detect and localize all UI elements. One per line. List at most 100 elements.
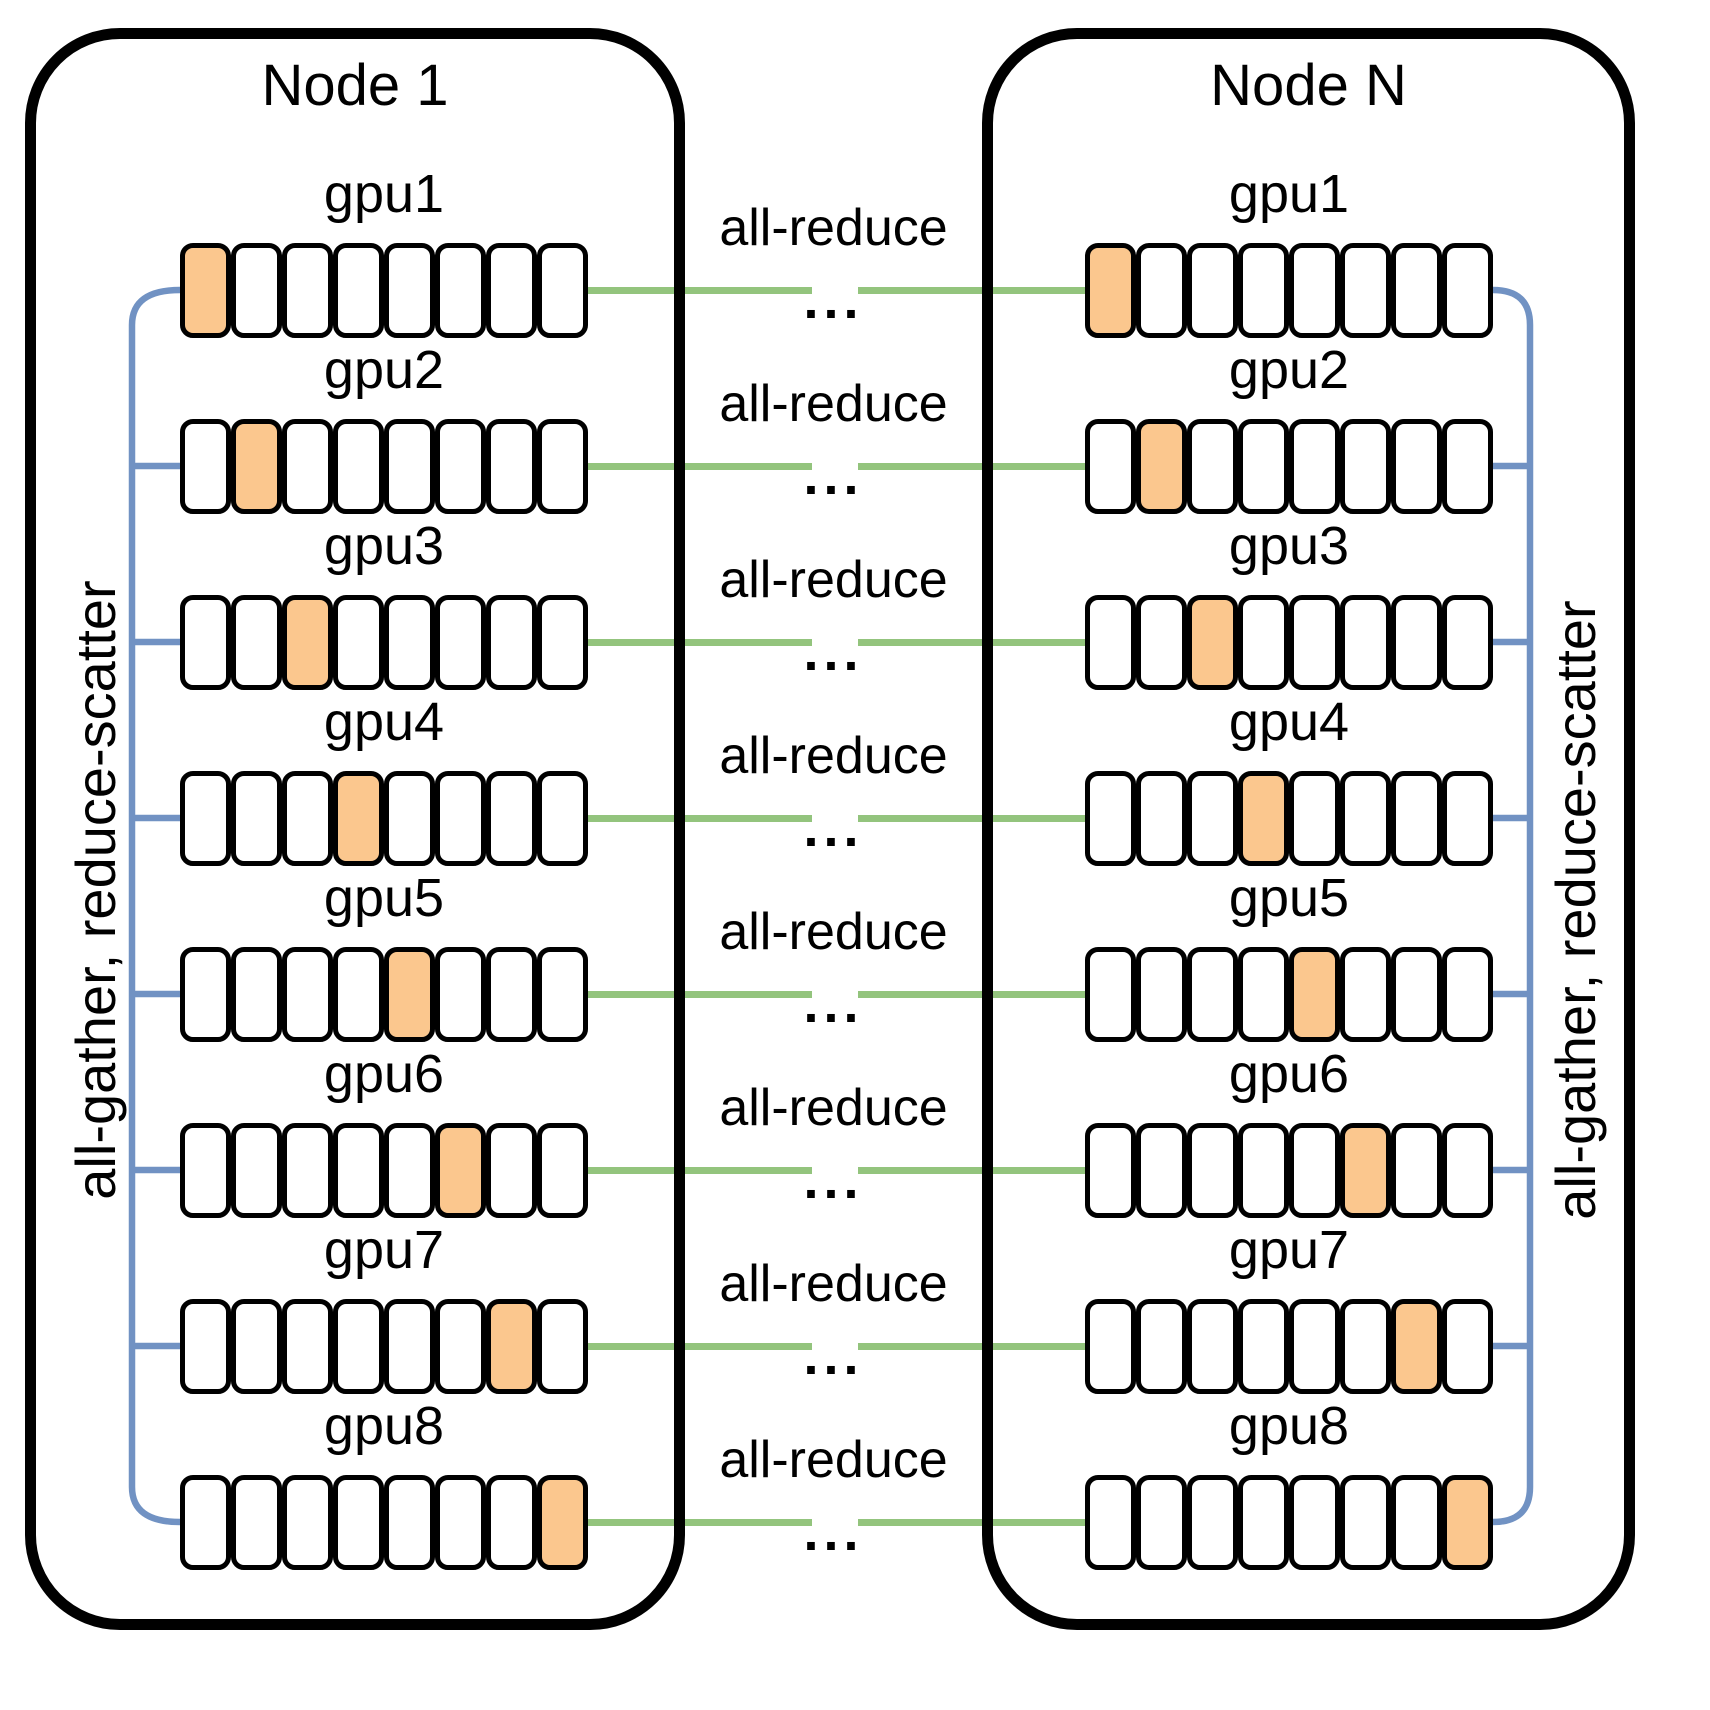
gpu-row (1085, 1122, 1493, 1218)
node-box-1: Node 1 (25, 28, 685, 1630)
gpu-row (180, 770, 588, 866)
memory-cell (435, 946, 486, 1042)
memory-cell-highlighted (333, 770, 384, 866)
memory-cell (1340, 1298, 1391, 1394)
memory-cell (1442, 1122, 1493, 1218)
memory-cell (180, 1474, 231, 1570)
memory-cell (282, 946, 333, 1042)
memory-cell (282, 1122, 333, 1218)
gpu-label: gpu5 (1228, 867, 1350, 928)
memory-cell-highlighted (1340, 1122, 1391, 1218)
gpu-row (1085, 946, 1493, 1042)
gpu-label: gpu8 (1228, 1395, 1350, 1456)
gpu-label: gpu3 (323, 515, 445, 576)
memory-cell-highlighted (486, 1298, 537, 1394)
ellipsis-label: ... (803, 1326, 864, 1386)
memory-cell (435, 242, 486, 338)
memory-cell (333, 1474, 384, 1570)
memory-cell (435, 1474, 486, 1570)
memory-cell (231, 1298, 282, 1394)
gpu-row (1085, 594, 1493, 690)
memory-cell (1238, 242, 1289, 338)
memory-cell (231, 594, 282, 690)
memory-cell (1238, 1298, 1289, 1394)
memory-cell (333, 594, 384, 690)
side-label-left: all-gather, reduce-scatter (64, 580, 127, 1200)
memory-cell (1340, 770, 1391, 866)
side-label-right: all-gather, reduce-scatter (1544, 600, 1607, 1220)
all-reduce-line-segment (858, 638, 1085, 646)
memory-cell-highlighted (282, 594, 333, 690)
all-reduce-label: all-reduce (719, 1431, 948, 1489)
ellipsis-label: ... (803, 622, 864, 682)
memory-cell (486, 418, 537, 514)
memory-cell (384, 1122, 435, 1218)
memory-cell-highlighted (1238, 770, 1289, 866)
memory-cell (231, 946, 282, 1042)
gpu-row (180, 242, 588, 338)
all-reduce-line-segment (858, 286, 1085, 294)
memory-cell (282, 1298, 333, 1394)
memory-cell (282, 242, 333, 338)
memory-cell-highlighted (1289, 946, 1340, 1042)
memory-cell (1289, 594, 1340, 690)
node-title: Node N (1210, 53, 1407, 118)
memory-cell-highlighted (1187, 594, 1238, 690)
memory-cell (1391, 946, 1442, 1042)
memory-cell-highlighted (1391, 1298, 1442, 1394)
memory-cell (1085, 1122, 1136, 1218)
memory-cell (1391, 418, 1442, 514)
gpu-label: gpu7 (1228, 1219, 1350, 1280)
memory-cell (1391, 594, 1442, 690)
memory-cell (1085, 418, 1136, 514)
node-box-n: Node N (982, 28, 1635, 1630)
memory-cell (1136, 242, 1187, 338)
memory-cell (1340, 1474, 1391, 1570)
all-reduce-line-segment (588, 814, 812, 822)
memory-cell (384, 1474, 435, 1570)
all-reduce-line-segment (858, 1166, 1085, 1174)
gpu-label: gpu7 (323, 1219, 445, 1280)
gpu-label: gpu2 (323, 339, 445, 400)
memory-cell (180, 1122, 231, 1218)
all-reduce-line-segment (858, 814, 1085, 822)
all-reduce-line-segment (858, 990, 1085, 998)
all-reduce-line-segment (588, 1518, 812, 1526)
memory-cell (1442, 242, 1493, 338)
memory-cell (1238, 1122, 1289, 1218)
memory-cell (1340, 594, 1391, 690)
memory-cell (180, 770, 231, 866)
memory-cell (486, 242, 537, 338)
memory-cell (1187, 946, 1238, 1042)
memory-cell (537, 242, 588, 338)
memory-cell (486, 1122, 537, 1218)
memory-cell (1187, 1122, 1238, 1218)
memory-cell (333, 242, 384, 338)
memory-cell (1289, 1122, 1340, 1218)
memory-cell (1391, 242, 1442, 338)
all-reduce-line-segment (588, 286, 812, 294)
memory-cell (384, 1298, 435, 1394)
memory-cell (1442, 946, 1493, 1042)
memory-cell (1442, 594, 1493, 690)
memory-cell (1238, 418, 1289, 514)
gpu-row (1085, 1474, 1493, 1570)
memory-cell (1442, 418, 1493, 514)
memory-cell (1442, 770, 1493, 866)
memory-cell (1289, 1474, 1340, 1570)
memory-cell (1085, 594, 1136, 690)
memory-cell (1085, 946, 1136, 1042)
memory-cell (333, 1122, 384, 1218)
memory-cell (1136, 946, 1187, 1042)
memory-cell (537, 418, 588, 514)
memory-cell (1391, 770, 1442, 866)
gpu-row (1085, 770, 1493, 866)
gpu-label: gpu6 (1228, 1043, 1350, 1104)
memory-cell (1136, 1474, 1187, 1570)
memory-cell (537, 594, 588, 690)
memory-cell (435, 418, 486, 514)
memory-cell (1391, 1474, 1442, 1570)
memory-cell (384, 418, 435, 514)
all-reduce-line-segment (588, 638, 812, 646)
